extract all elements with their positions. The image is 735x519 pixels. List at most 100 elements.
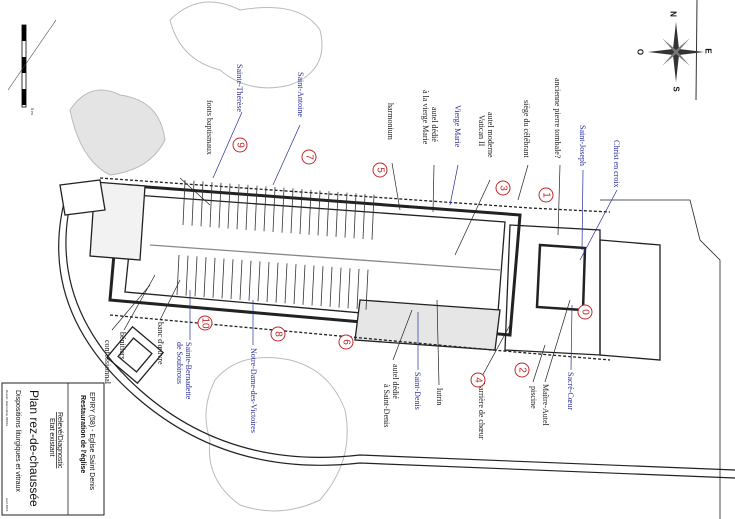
pew	[281, 187, 285, 233]
window-number: 0	[580, 309, 591, 315]
window-number: 2	[517, 367, 528, 373]
label-barriere-choeur: barrière de chœur	[477, 383, 486, 440]
scale-bar: 5 m	[7, 19, 57, 115]
pew	[203, 257, 207, 298]
compass-south: S	[672, 86, 681, 92]
pew	[308, 189, 312, 235]
pew	[245, 184, 249, 230]
title-block: EPIRY (58) - Eglise Saint Denis Restaura…	[1, 382, 105, 516]
label-lutrin: lutrin	[435, 388, 444, 405]
pew	[272, 186, 276, 233]
label-piscine: piscine	[529, 386, 538, 409]
boundary-wall	[58, 184, 735, 519]
pew	[356, 268, 360, 310]
pew	[275, 262, 279, 303]
pew	[200, 181, 204, 227]
title-phase: Relevé/Diagnostic	[56, 412, 63, 469]
label-autel-moderne: autel moderne	[486, 112, 495, 158]
title-subtitle: Restauration de l'église	[79, 395, 86, 473]
pew	[320, 266, 324, 307]
label-autel-vierge-2: à la vierge Marie	[421, 90, 430, 145]
label-saint-antoine: Saint-Antoine	[296, 72, 305, 117]
label-de-soubirous: de Soubirous	[175, 342, 184, 384]
pew	[221, 258, 225, 299]
label-notre-dame-victoires: Notre-Dame-des-Victoires	[249, 348, 258, 433]
label-sacre-coeur: Sacré-Cœur	[566, 372, 575, 411]
title-author: Dessin: Gleirondine 068UA	[5, 390, 9, 426]
window-numbers: 0 1 2 3 4 5 6 7 8 9 10	[197, 137, 593, 388]
label-banc-oeuvre: banc d'œuvre	[156, 322, 165, 365]
window-number: 10	[200, 317, 211, 329]
window-number: 9	[235, 142, 246, 148]
label-siege-celebrant: siège du célébrant	[522, 100, 531, 159]
label-sainte-therese: Sainte-Thérèse	[235, 64, 244, 112]
window-number: 3	[498, 185, 509, 191]
label-maitre-autel: Maître-Autel	[541, 384, 550, 427]
label-vatican-ii: Vatican II	[477, 115, 486, 147]
pew	[209, 182, 213, 228]
title-date: Avril 2018	[5, 498, 9, 512]
pew	[185, 255, 189, 296]
pew	[248, 260, 252, 301]
tree-outlines	[69, 1, 348, 512]
label-pierre-tombale: ancienne pierre tombale?	[553, 78, 562, 159]
window-number: 5	[375, 167, 386, 173]
pew	[329, 266, 333, 307]
labels: fonts baptismaux Sainte-Thérèse Saint-An…	[103, 64, 621, 440]
pew	[176, 254, 180, 296]
pew	[191, 180, 195, 226]
pew	[302, 264, 306, 305]
pew	[338, 267, 342, 308]
pews: (function(){ var g=document.currentScrip…	[176, 179, 375, 310]
pew	[362, 193, 366, 240]
title-state: Etat existant	[48, 418, 55, 457]
pew	[284, 263, 288, 304]
pew	[317, 190, 321, 236]
pew	[227, 183, 231, 229]
label-fonts-baptismaux: fonts baptismaux	[205, 100, 214, 155]
label-autel-saint-denis-2: à Saint-Denis	[382, 384, 391, 427]
label-christ-en-croix: Christ en croix	[612, 140, 621, 188]
pew	[344, 192, 348, 238]
compass-east: E	[704, 48, 713, 54]
pew	[212, 257, 216, 298]
plan-title: Plan rez-de-chaussée	[27, 390, 41, 507]
pew	[335, 191, 339, 237]
compass-west: O	[636, 49, 645, 55]
pew	[254, 185, 258, 231]
label-sainte-bernadette: Sainte-Bernadette	[184, 342, 193, 400]
pew	[266, 261, 270, 303]
pew	[299, 189, 303, 235]
pew	[236, 184, 240, 230]
pew	[218, 182, 222, 228]
pew	[194, 256, 198, 297]
label-saint-joseph: Saint-Joseph	[578, 125, 587, 166]
window-number: 1	[541, 192, 552, 198]
church-walls	[59, 177, 661, 385]
label-vierge-marie: Vierge Marie	[453, 105, 462, 148]
label-benitiers: bénitiers	[118, 332, 127, 360]
label-saint-denis: Saint-Denis	[413, 372, 422, 410]
pew	[230, 259, 234, 300]
label-autel-vierge: autel dédié	[430, 107, 439, 142]
window-number: 8	[273, 331, 284, 337]
pew	[290, 188, 294, 234]
scale-tick: 5 m	[30, 108, 35, 115]
window-number: 4	[473, 377, 484, 383]
pew	[353, 193, 357, 239]
compass-rose: N O E S	[636, 0, 713, 101]
pew	[311, 265, 315, 306]
plan-subtitle: Dispositions liturgiques et vitraux	[14, 390, 21, 492]
label-autel-saint-denis: autel dédié	[391, 364, 400, 399]
pew	[182, 179, 186, 226]
pew	[257, 261, 261, 302]
label-confessionnal: confessionnal	[103, 340, 112, 385]
pew	[347, 268, 351, 309]
pew	[239, 259, 243, 300]
pew	[326, 191, 330, 237]
window-number: 6	[341, 339, 352, 345]
window-number: 7	[304, 154, 315, 160]
label-harmonium: harmonium	[386, 103, 395, 141]
pew	[365, 269, 369, 310]
